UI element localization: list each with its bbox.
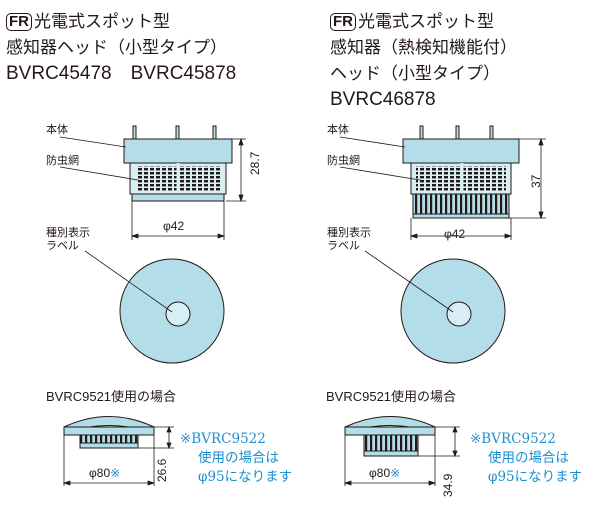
right-label-body: 本体	[327, 123, 349, 136]
right-diameter-dimension	[409, 218, 513, 240]
right-note-line2: 使用の場合は	[488, 450, 569, 466]
left-note-line2: 使用の場合は	[198, 450, 279, 466]
left-base-height-dimension	[138, 425, 174, 450]
left-label-type2: ラベル	[46, 239, 79, 252]
left-leader-mesh	[59, 166, 139, 181]
right-label-type: 種別表示	[327, 226, 371, 239]
left-head-side-view	[123, 125, 233, 202]
right-leader-body	[339, 136, 406, 148]
right-leader-mesh	[339, 166, 421, 181]
left-leader-body	[59, 136, 127, 148]
left-note-line1: ※BVRC9522	[180, 431, 266, 447]
left-model-numbers: BVRC45478 BVRC45878	[6, 63, 237, 84]
right-leader-label	[364, 250, 454, 313]
right-height-dimension	[509, 137, 546, 220]
left-dim-diameter: φ42	[163, 219, 185, 233]
right-title-line2: 感知器（熱検知機能付）	[330, 38, 517, 58]
right-head-side-view	[402, 125, 520, 219]
right-dim-base-diameter: φ80※	[369, 466, 400, 480]
left-condition-text: BVRC9521使用の場合	[46, 389, 177, 404]
right-dim-height: 37	[529, 174, 543, 188]
right-dim-base-dia-value: φ80	[369, 466, 391, 480]
right-base-diameter-dimension	[343, 435, 437, 486]
right-title-text1: 光電式スポット型	[358, 12, 494, 32]
left-base-diameter-dimension	[62, 435, 156, 486]
left-base-view	[63, 416, 155, 449]
right-dim-diameter: φ42	[444, 227, 466, 241]
left-diameter-dimension	[130, 201, 226, 240]
right-note: ※BVRC9522 使用の場合は φ95になります	[470, 430, 582, 487]
left-title-text1: 光電式スポット型	[34, 12, 170, 32]
left-label-body: 本体	[46, 123, 68, 136]
left-dim-base-dia-value: φ80	[89, 466, 111, 480]
right-note-line3: φ95になります	[488, 469, 583, 485]
left-bottom-view	[119, 258, 225, 364]
left-fr-badge: FR	[6, 13, 32, 31]
left-label-type: 種別表示	[46, 226, 90, 239]
right-fr-badge: FR	[330, 13, 356, 31]
left-dim-base-mark: ※	[110, 466, 121, 480]
left-note: ※BVRC9522 使用の場合は φ95になります	[180, 430, 292, 487]
right-label-mesh: 防虫網	[327, 154, 360, 167]
left-dim-height: 28.7	[248, 151, 262, 175]
left-height-dimension	[226, 137, 246, 203]
left-leader-label	[84, 250, 173, 313]
left-title-line2: 感知器ヘッド（小型タイプ）	[6, 38, 227, 58]
right-dim-base-mark: ※	[390, 466, 401, 480]
left-dim-base-height: 26.6	[155, 458, 169, 482]
right-bottom-view	[400, 258, 506, 364]
right-note-line1: ※BVRC9522	[470, 431, 556, 447]
right-model-numbers: BVRC46878	[330, 89, 436, 110]
right-base-view	[344, 416, 436, 457]
right-base-height-dimension	[418, 425, 460, 458]
right-condition-text: BVRC9521使用の場合	[326, 389, 457, 404]
left-note-line3: φ95になります	[198, 469, 293, 485]
right-label-type2: ラベル	[327, 239, 360, 252]
right-dim-base-height: 34.9	[441, 473, 455, 497]
right-title-line3: ヘッド（小型タイプ）	[330, 64, 500, 84]
left-label-mesh: 防虫網	[46, 154, 79, 167]
left-dim-base-diameter: φ80※	[89, 466, 120, 480]
